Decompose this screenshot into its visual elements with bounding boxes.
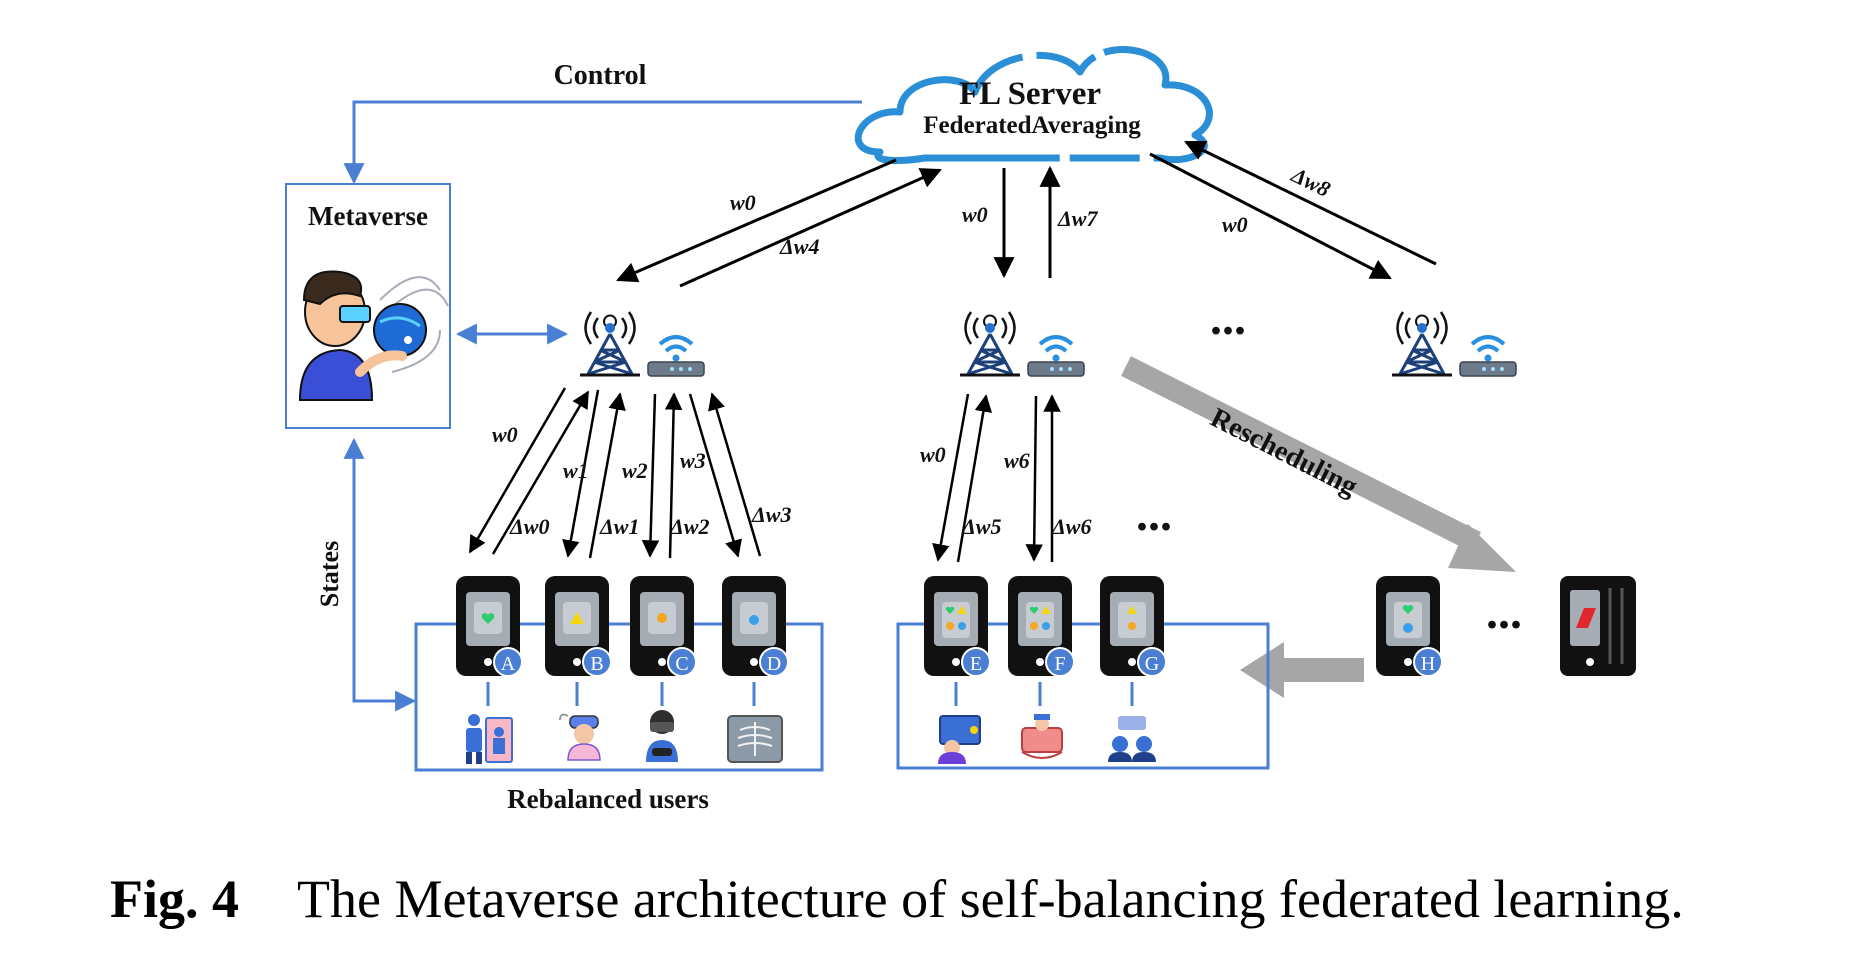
g1-dw1: Δw1 bbox=[599, 514, 639, 539]
g1-w3: w3 bbox=[680, 448, 706, 473]
xray-icon bbox=[727, 715, 783, 763]
device-label-g: G bbox=[1145, 653, 1159, 675]
user-icons bbox=[466, 710, 1156, 764]
g1-dw0: Δw0 bbox=[509, 514, 549, 539]
metaverse-label: Metaverse bbox=[308, 201, 428, 231]
tower-icon bbox=[578, 310, 642, 377]
device-label-f: F bbox=[1054, 653, 1065, 675]
device-label-b: B bbox=[590, 653, 603, 675]
g1-w1: w1 bbox=[563, 458, 589, 483]
g1-w0: w0 bbox=[492, 422, 518, 447]
vr-user-icon bbox=[298, 270, 449, 401]
caption-text: The Metaverse architecture of self-balan… bbox=[297, 869, 1684, 929]
server-w0-left: w0 bbox=[730, 190, 756, 215]
ellipsis-devices: ... bbox=[1486, 586, 1522, 639]
device-label-a: A bbox=[501, 653, 516, 675]
server-dw7: Δw7 bbox=[1057, 206, 1098, 231]
router-icon bbox=[1026, 335, 1086, 378]
base-station-1 bbox=[578, 310, 706, 378]
doctor-patient-icon bbox=[466, 714, 513, 764]
device-h: H bbox=[1376, 576, 1443, 677]
states-label: States bbox=[315, 541, 344, 607]
rebalanced-label: Rebalanced users bbox=[507, 784, 709, 814]
classroom-icon bbox=[1021, 714, 1063, 759]
device-g: G bbox=[1100, 576, 1167, 706]
device-c: C bbox=[630, 576, 697, 706]
server-w0-right: w0 bbox=[1222, 212, 1248, 237]
tower-icon bbox=[958, 310, 1022, 377]
g2-w0: w0 bbox=[920, 442, 946, 467]
server-dw4: Δw4 bbox=[779, 234, 819, 259]
gamer-icon bbox=[646, 710, 678, 762]
g1-dw3: Δw3 bbox=[751, 502, 791, 527]
server-subtitle: FederatedAveraging bbox=[923, 112, 1141, 139]
ellipsis-stations: ... bbox=[1210, 292, 1246, 345]
fl-server-cloud: FL Server FederatedAveraging bbox=[854, 46, 1213, 164]
states-arrow: States bbox=[315, 437, 417, 712]
device-label-d: D bbox=[767, 653, 781, 675]
base-station-3 bbox=[1390, 310, 1518, 378]
g2-w6: w6 bbox=[1004, 448, 1030, 473]
device-a: A bbox=[456, 576, 523, 706]
device-label-h: H bbox=[1421, 653, 1435, 675]
g1-w2: w2 bbox=[622, 458, 648, 483]
collaboration-icon bbox=[1108, 716, 1156, 762]
return-arrow bbox=[1240, 642, 1364, 698]
g1-dw2: Δw2 bbox=[669, 514, 709, 539]
server-w0-mid: w0 bbox=[962, 202, 988, 227]
g2-dw6: Δw6 bbox=[1051, 514, 1091, 539]
vr-player-icon bbox=[559, 713, 601, 761]
group1-links: w0 Δw0 w1 Δw1 w2 Δw2 w3 Δw3 bbox=[468, 387, 791, 559]
ellipsis-group2: ... bbox=[1136, 488, 1172, 541]
group2-box bbox=[896, 622, 1270, 770]
device-d: D bbox=[722, 576, 789, 706]
control-arrow: Control bbox=[343, 60, 862, 185]
figure-caption: Fig. 4 The Metaverse architecture of self… bbox=[110, 868, 1684, 930]
group1-box bbox=[414, 622, 824, 772]
virtual-meeting-icon bbox=[938, 715, 981, 764]
tower-icon bbox=[1390, 310, 1454, 377]
device-e: E bbox=[924, 576, 991, 706]
base-station-2 bbox=[958, 310, 1086, 378]
router-icon bbox=[1458, 335, 1518, 378]
rescheduling-label: Rescheduling bbox=[1205, 402, 1362, 502]
group2-links: w0 Δw5 w6 Δw6 bbox=[920, 393, 1091, 563]
metaverse-box: Metaverse bbox=[285, 183, 451, 429]
device-f: F bbox=[1008, 576, 1075, 706]
devices: A B C bbox=[456, 576, 1636, 706]
rescheduling-arrow: Rescheduling bbox=[1121, 356, 1516, 572]
g2-dw5: Δw5 bbox=[961, 514, 1001, 539]
server-title: FL Server bbox=[959, 76, 1101, 112]
caption-number: Fig. 4 bbox=[110, 869, 239, 929]
device-label-c: C bbox=[675, 653, 688, 675]
device-label-e: E bbox=[970, 653, 982, 675]
router-icon bbox=[646, 335, 706, 378]
device-b: B bbox=[545, 576, 612, 706]
server-links: w0 Δw4 w0 Δw7 w0 Δw8 bbox=[616, 140, 1437, 288]
idle-device bbox=[1560, 576, 1636, 676]
control-label: Control bbox=[554, 60, 647, 91]
